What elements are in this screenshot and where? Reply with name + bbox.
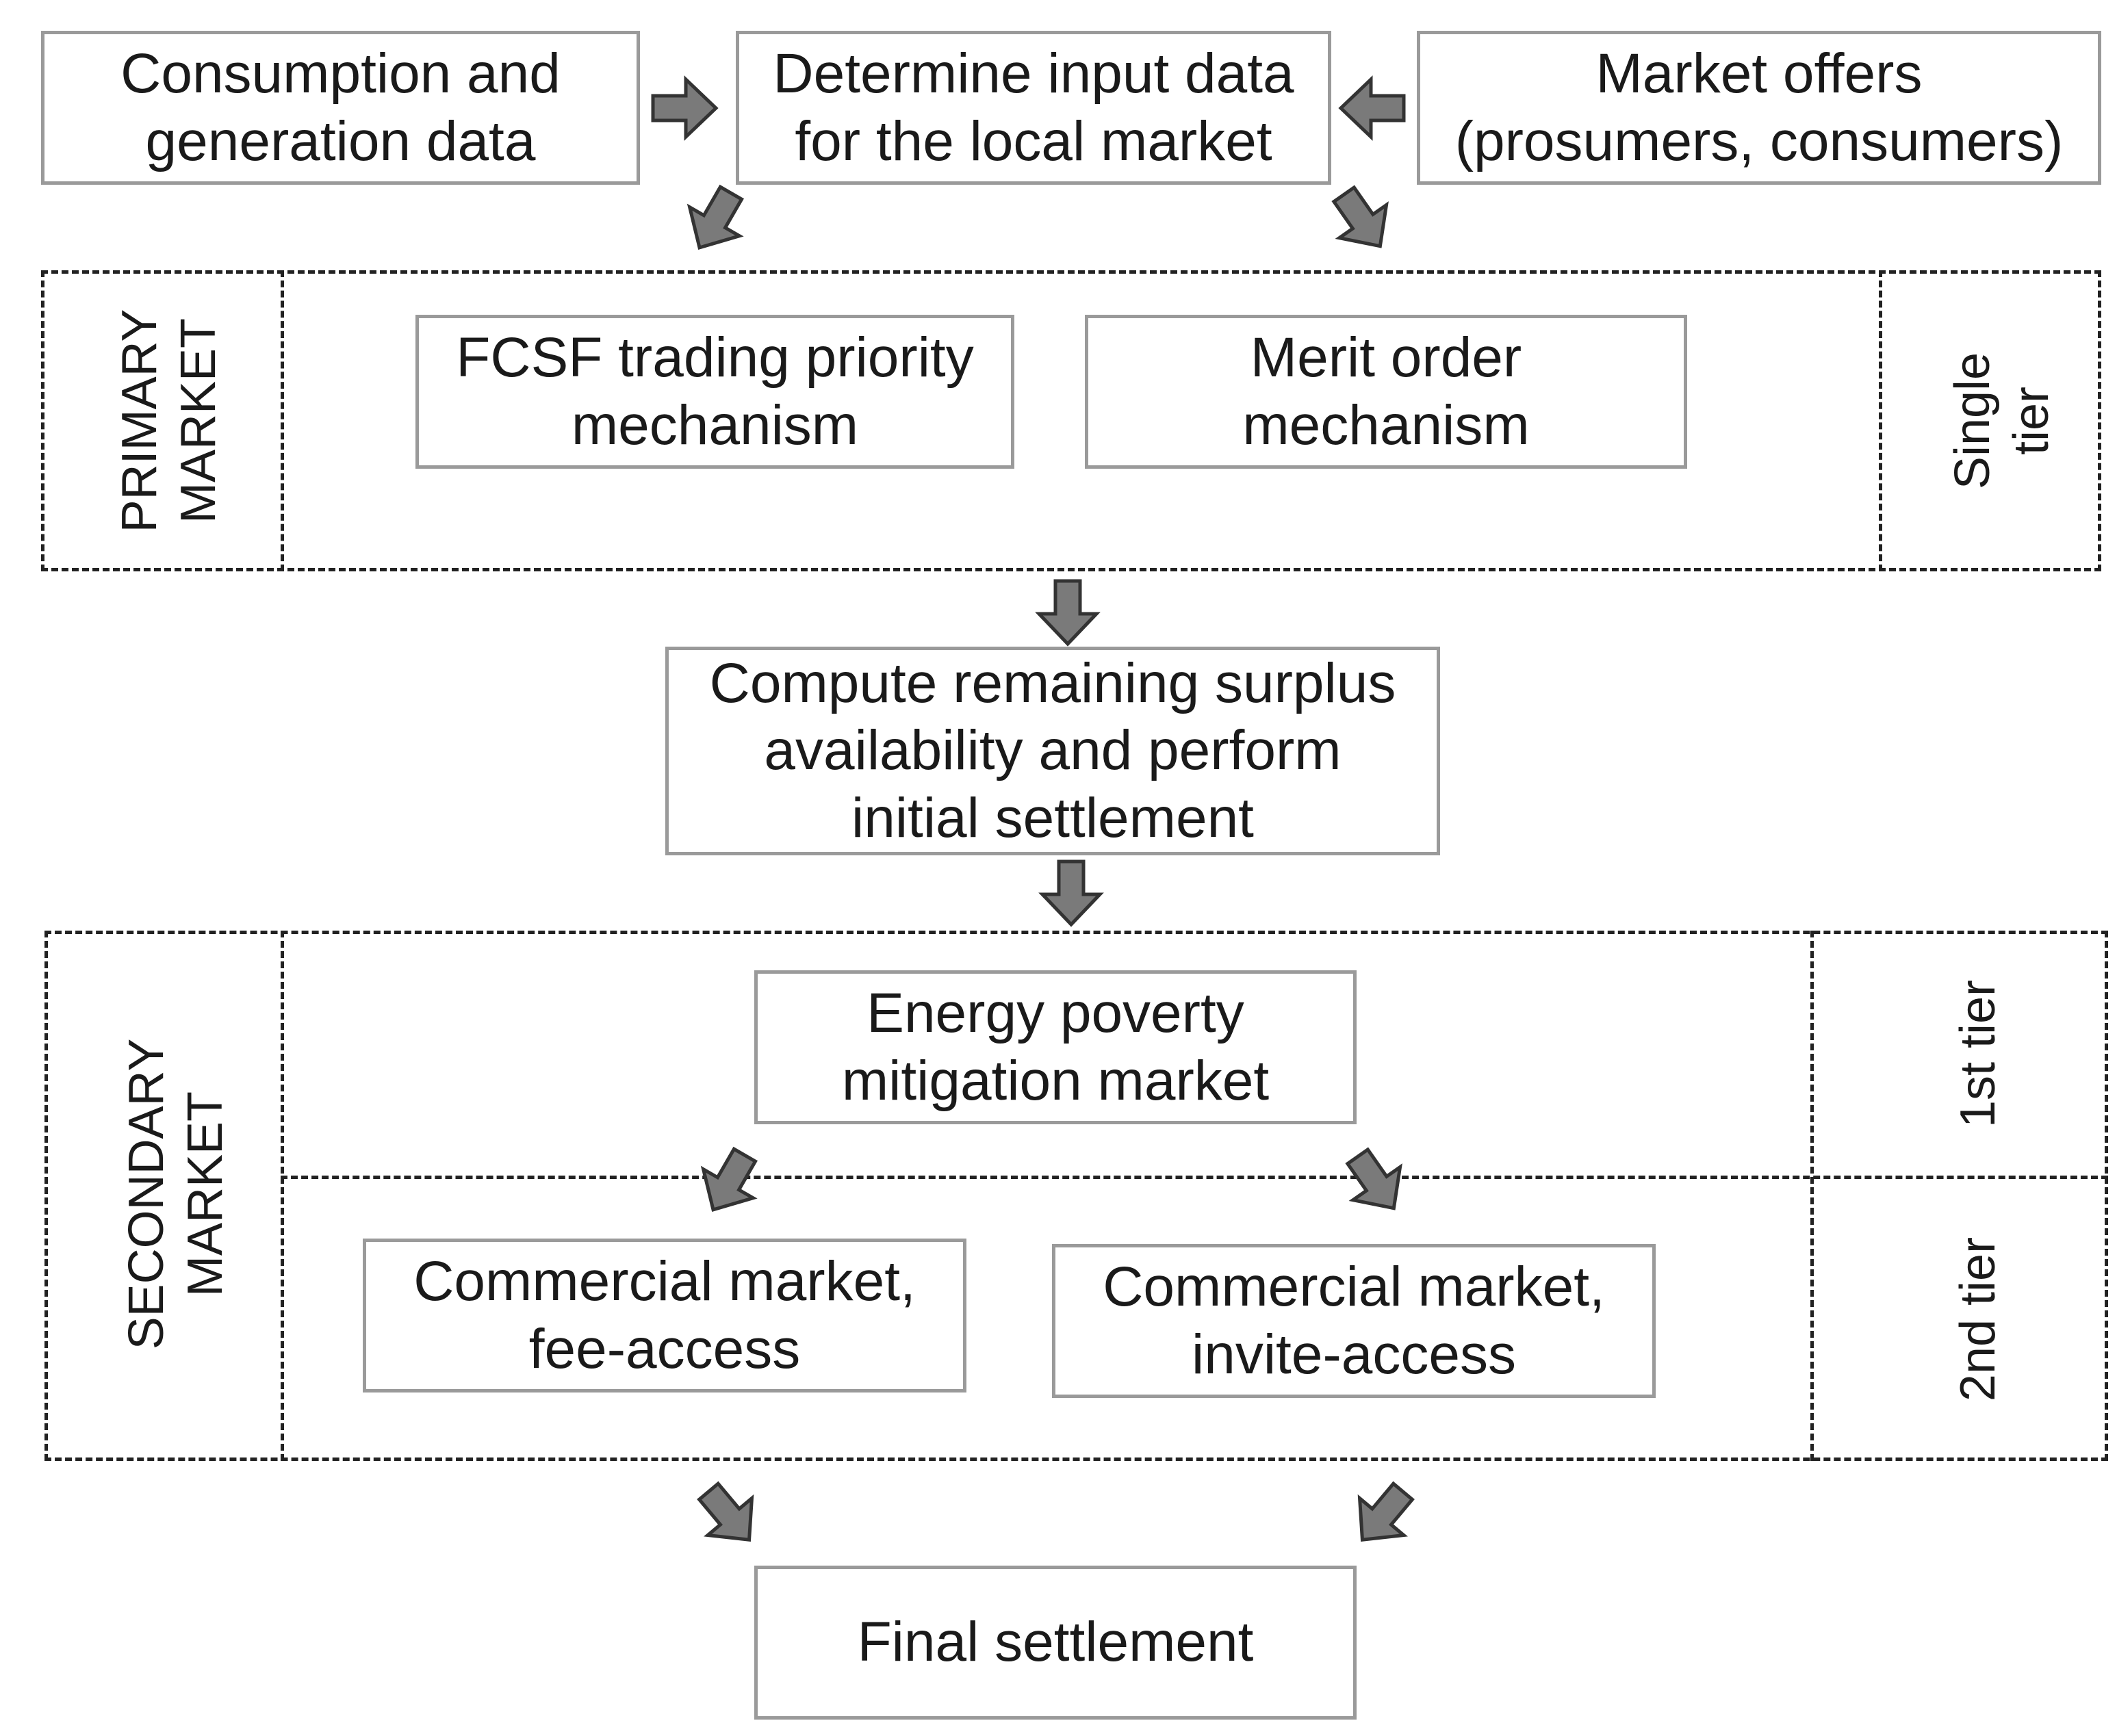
arrow-consumption-to-determine-icon bbox=[650, 74, 719, 142]
primary-market-region bbox=[41, 270, 2101, 571]
single-tier-label: Single tier bbox=[1945, 352, 2059, 490]
secondary-right-divider bbox=[1810, 931, 1814, 1461]
energy-poverty-box: Energy poverty mitigation market bbox=[754, 970, 1357, 1124]
commercial-invite-access-box: Commercial market, invite-access bbox=[1052, 1244, 1656, 1398]
arrow-to-fcsf-icon bbox=[669, 174, 762, 268]
primary-right-divider bbox=[1879, 270, 1882, 571]
arrow-primary-to-compute-icon bbox=[1034, 578, 1102, 647]
primary-left-divider bbox=[281, 270, 284, 571]
arrow-invite-to-final-icon bbox=[1335, 1468, 1431, 1564]
arrow-to-invite-access-icon bbox=[1328, 1135, 1423, 1230]
primary-market-label: PRIMARY MARKET bbox=[112, 309, 226, 533]
determine-input-box: Determine input data for the local marke… bbox=[736, 31, 1331, 185]
consumption-generation-box: Consumption and generation data bbox=[41, 31, 640, 185]
market-offers-box: Market offers (prosumers, consumers) bbox=[1417, 31, 2101, 185]
arrow-offers-to-determine-icon bbox=[1338, 74, 1407, 142]
arrow-compute-to-secondary-icon bbox=[1037, 859, 1105, 927]
first-tier-label: 1st tier bbox=[1950, 979, 2005, 1128]
arrow-fee-to-final-icon bbox=[681, 1468, 778, 1564]
second-tier-label: 2nd tier bbox=[1950, 1236, 2005, 1402]
merit-order-box: Merit order mechanism bbox=[1085, 315, 1687, 469]
secondary-market-region bbox=[44, 931, 2108, 1461]
tier-divider bbox=[281, 1176, 2108, 1179]
secondary-left-divider bbox=[281, 931, 284, 1461]
secondary-market-label: SECONDARY MARKET bbox=[118, 1038, 233, 1350]
fcsf-mechanism-box: FCSF trading priority mechanism bbox=[415, 315, 1014, 469]
commercial-fee-access-box: Commercial market, fee-access bbox=[363, 1239, 966, 1392]
final-settlement-box: Final settlement bbox=[754, 1566, 1357, 1720]
arrow-to-fee-access-icon bbox=[682, 1136, 776, 1230]
arrow-to-merit-icon bbox=[1314, 172, 1409, 268]
compute-surplus-box: Compute remaining surplus availability a… bbox=[665, 647, 1440, 855]
